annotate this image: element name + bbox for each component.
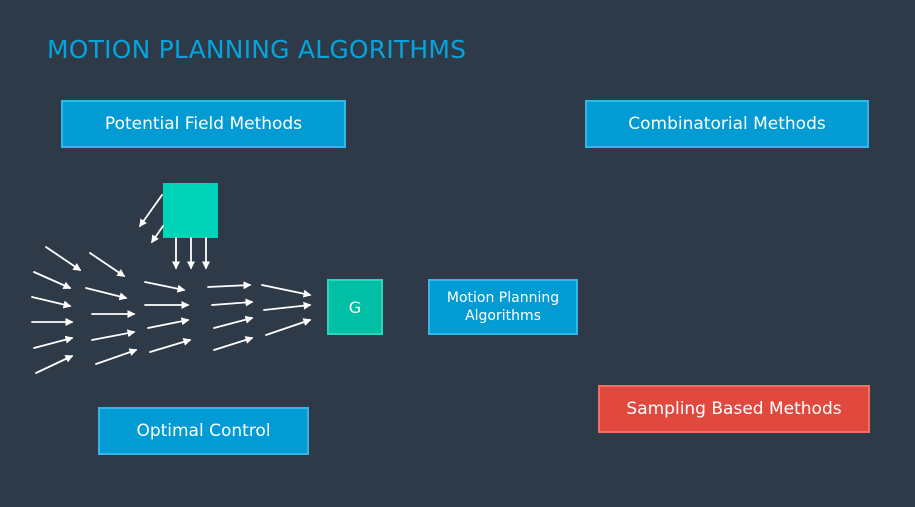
field-arrow xyxy=(85,287,128,301)
field-arrow xyxy=(261,284,312,298)
field-arrow xyxy=(149,338,192,353)
sampling-based-methods-box: Sampling Based Methods xyxy=(598,385,870,433)
field-arrow xyxy=(211,298,254,307)
field-arrow xyxy=(263,301,312,311)
motion-planning-algorithms-box: Motion Planning Algorithms xyxy=(428,279,578,335)
field-arrow xyxy=(45,246,82,271)
field-arrow xyxy=(35,355,74,374)
field-arrow xyxy=(213,336,254,351)
field-arrow xyxy=(147,317,190,329)
field-arrow xyxy=(31,296,72,309)
field-arrow xyxy=(139,194,163,228)
goal-box: G xyxy=(327,279,383,335)
field-arrow xyxy=(207,281,252,290)
field-arrow xyxy=(213,315,254,329)
potential-field-methods-box: Potential Field Methods xyxy=(61,100,346,148)
field-arrow xyxy=(265,318,312,336)
obstacle-square xyxy=(163,183,218,238)
field-arrow xyxy=(89,252,126,277)
field-arrow xyxy=(151,225,164,244)
field-arrow xyxy=(33,271,72,290)
field-arrow xyxy=(95,348,138,365)
field-arrow xyxy=(91,329,136,341)
slide-title: MOTION PLANNING ALGORITHMS xyxy=(47,35,467,64)
optimal-control-box: Optimal Control xyxy=(98,407,309,455)
field-arrow xyxy=(33,335,74,349)
combinatorial-methods-box: Combinatorial Methods xyxy=(585,100,869,148)
field-arrow xyxy=(144,281,186,293)
